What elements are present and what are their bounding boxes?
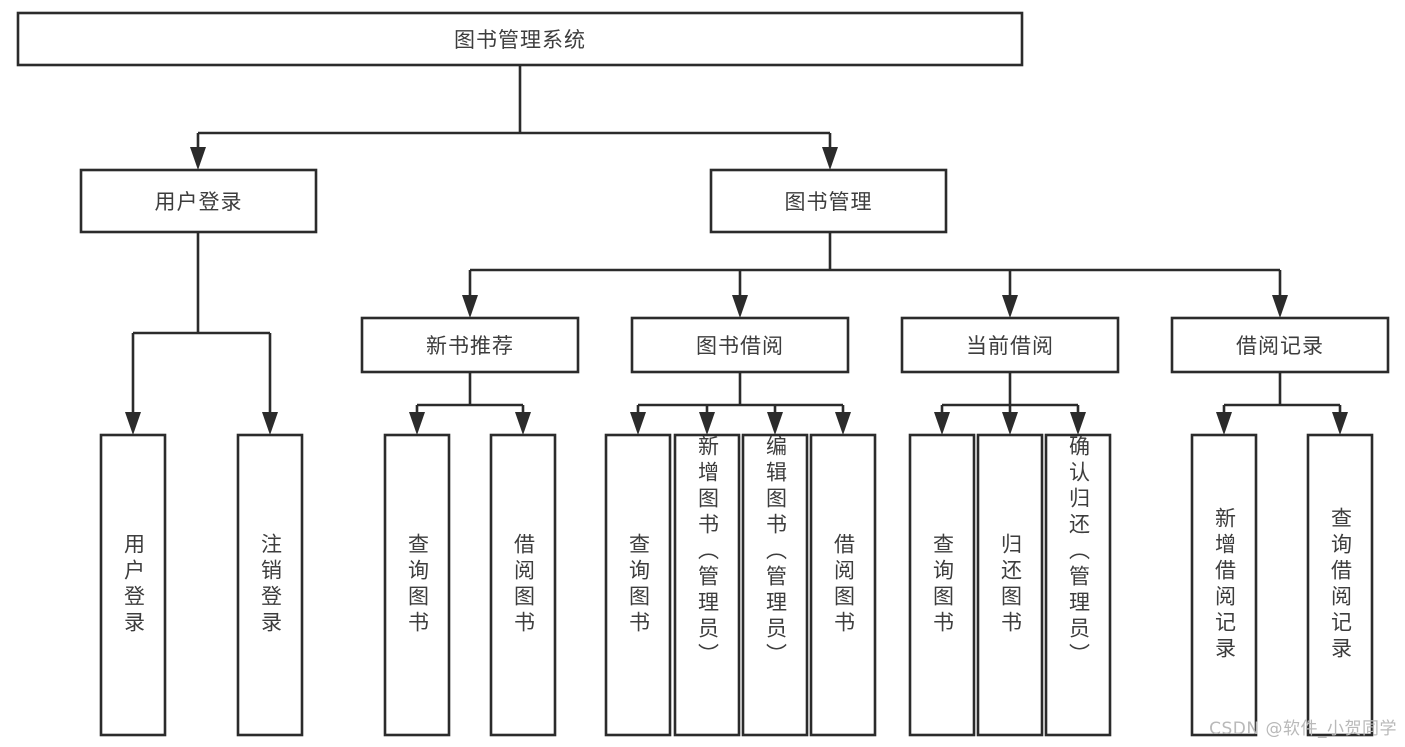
- arrow-leaf-edit-book: [767, 412, 783, 435]
- arrow-to-book-borrow: [732, 295, 748, 318]
- arrow-to-borrow-record: [1272, 295, 1288, 318]
- arrow-leaf-confirm-return: [1070, 412, 1086, 435]
- arrow-leaf-user-login: [125, 412, 141, 435]
- node-user-login[interactable]: [79, 168, 318, 234]
- node-leaf-query-book-3[interactable]: [908, 433, 976, 737]
- arrow-leaf-query-book-3: [934, 412, 950, 435]
- arrow-leaf-add-record: [1216, 412, 1232, 435]
- node-leaf-add-book[interactable]: [673, 433, 741, 737]
- node-leaf-return-book[interactable]: [976, 433, 1044, 737]
- arrow-leaf-user-logout: [262, 412, 278, 435]
- arrow-leaf-query-book-2: [630, 412, 646, 435]
- node-root[interactable]: [16, 11, 1024, 67]
- arrow-leaf-query-record: [1332, 412, 1348, 435]
- node-leaf-add-record[interactable]: [1190, 433, 1258, 737]
- node-new-book-rec[interactable]: [360, 316, 580, 374]
- arrow-leaf-return-book: [1002, 412, 1018, 435]
- node-book-manage[interactable]: [709, 168, 948, 234]
- node-box-layer: [16, 11, 1390, 737]
- node-leaf-query-book-1[interactable]: [383, 433, 451, 737]
- arrow-leaf-query-book-1: [409, 412, 425, 435]
- node-leaf-user-logout[interactable]: [236, 433, 304, 737]
- node-leaf-user-login[interactable]: [99, 433, 167, 737]
- node-leaf-query-record[interactable]: [1306, 433, 1374, 737]
- arrow-to-book-manage: [822, 147, 838, 170]
- node-leaf-confirm-return[interactable]: [1044, 433, 1112, 737]
- arrow-leaf-borrow-book-1: [515, 412, 531, 435]
- node-leaf-borrow-book-1[interactable]: [489, 433, 557, 737]
- arrow-leaf-borrow-book-2: [835, 412, 851, 435]
- connector-layer: [125, 65, 1348, 435]
- node-leaf-query-book-2[interactable]: [604, 433, 672, 737]
- arrow-to-new-book-rec: [462, 295, 478, 318]
- node-leaf-borrow-book-2[interactable]: [809, 433, 877, 737]
- node-current-borrow[interactable]: [900, 316, 1120, 374]
- node-book-borrow[interactable]: [630, 316, 850, 374]
- node-leaf-edit-book[interactable]: [741, 433, 809, 737]
- arrow-leaf-add-book: [699, 412, 715, 435]
- arrow-to-current-borrow: [1002, 295, 1018, 318]
- node-borrow-record[interactable]: [1170, 316, 1390, 374]
- arrow-to-user-login: [190, 147, 206, 170]
